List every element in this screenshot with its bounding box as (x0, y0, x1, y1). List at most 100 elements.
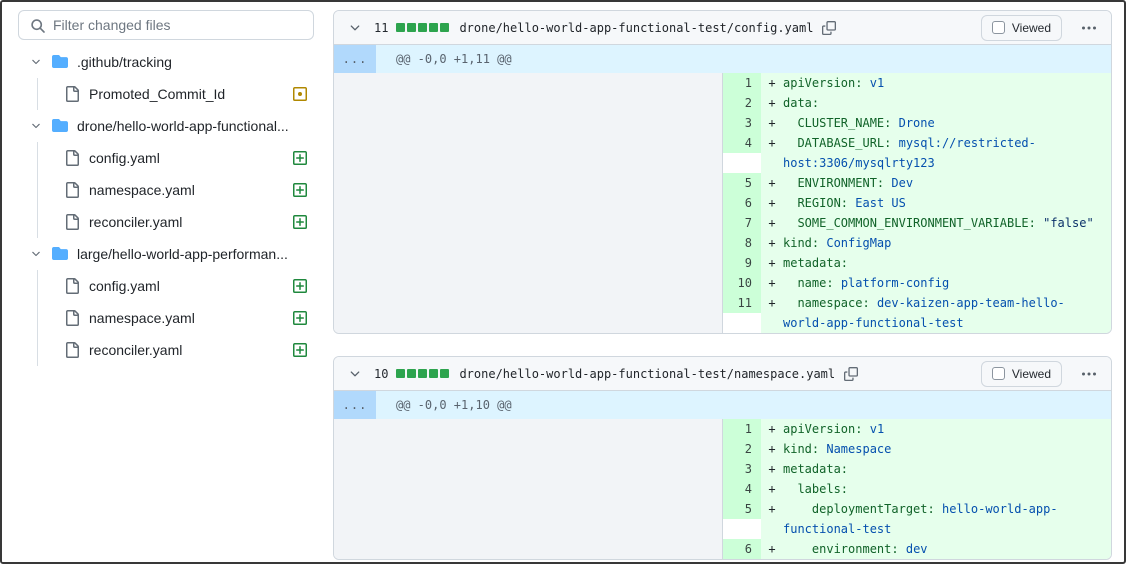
code-text: ENVIRONMENT: Dev (783, 173, 1111, 193)
code-token (891, 136, 898, 150)
expand-hunk-button[interactable]: ... (334, 45, 376, 73)
line-number[interactable]: 4 (723, 479, 761, 499)
diff-added-icon (292, 182, 308, 198)
tree-file-row[interactable]: reconciler.yaml (2, 206, 332, 238)
diffstat-square (396, 23, 406, 32)
tree-folder-row[interactable]: large/hello-world-app-performan... (2, 238, 332, 270)
copy-path-button[interactable] (844, 366, 859, 381)
code-token: kind: (783, 236, 820, 250)
code-token: mysql://restricted-host:3306/mysqlrty123 (783, 136, 1036, 170)
collapse-diff-button[interactable] (346, 365, 364, 383)
code-token: metadata: (783, 462, 849, 476)
file-path[interactable]: drone/hello-world-app-functional-test/na… (459, 366, 836, 381)
line-number[interactable]: 3 (723, 113, 761, 133)
file-label: reconciler.yaml (89, 214, 183, 230)
line-number[interactable]: 8 (723, 233, 761, 253)
line-number[interactable]: 2 (723, 439, 761, 459)
tree-folder-row[interactable]: .github/tracking (2, 46, 332, 78)
code-token: dev (905, 542, 928, 556)
diff-line: 5+ deploymentTarget: hello-world-app-fun… (723, 499, 1111, 539)
code-token (783, 116, 797, 130)
kebab-menu-button[interactable] (1077, 16, 1101, 40)
viewed-checkbox[interactable] (991, 21, 1005, 34)
file-label: namespace.yaml (89, 182, 195, 198)
viewed-toggle-button[interactable]: Viewed (980, 14, 1062, 41)
code-token (783, 276, 797, 290)
file-label: config.yaml (89, 278, 160, 294)
line-number[interactable]: 5 (723, 173, 761, 193)
code-token: metadata: (783, 256, 849, 270)
code-token (862, 76, 869, 90)
indent-guide (37, 334, 38, 366)
diff-line: 2+data: (723, 93, 1111, 113)
code-token: Namespace (826, 442, 892, 456)
code-text: name: platform-config (783, 273, 1111, 293)
viewed-toggle-button[interactable]: Viewed (980, 360, 1062, 387)
addition-sign: + (768, 502, 776, 516)
folder-icon (52, 118, 68, 134)
addition-sign: + (768, 276, 776, 290)
addition-sign: + (768, 216, 776, 230)
collapse-diff-button[interactable] (346, 19, 364, 37)
hunk-header-text: @@ -0,0 +1,11 @@ (376, 45, 1111, 73)
diffstat-squares (396, 23, 451, 32)
line-number[interactable]: 5 (723, 499, 761, 519)
diff-line: 10 + name: platform-config (723, 273, 1111, 293)
line-number[interactable]: 9 (723, 253, 761, 273)
code-token (783, 542, 812, 556)
tree-file-row[interactable]: namespace.yaml (2, 302, 332, 334)
diff-added-icon (292, 214, 308, 230)
expand-hunk-button[interactable]: ... (334, 391, 376, 419)
diffstat-square (429, 369, 439, 378)
line-number[interactable]: 6 (723, 193, 761, 213)
addition-sign: + (768, 422, 776, 436)
copy-path-button[interactable] (822, 20, 837, 35)
line-number[interactable]: 2 (723, 93, 761, 113)
code-token (783, 136, 797, 150)
chevron-down-icon (350, 370, 360, 376)
tree-file-row[interactable]: config.yaml (2, 142, 332, 174)
code-token (870, 296, 877, 310)
tree-file-row[interactable]: reconciler.yaml (2, 334, 332, 366)
code-token: dev-kaizen-app-team-hello-world-app-func… (783, 296, 1065, 330)
file-icon (64, 214, 80, 230)
chevron-down-icon (30, 120, 42, 132)
addition-sign: + (768, 76, 776, 90)
hunk-header-text: @@ -0,0 +1,10 @@ (376, 391, 1111, 419)
diff-line: 4+ DATABASE_URL: mysql://restricted-host… (723, 133, 1111, 173)
line-number[interactable]: 6 (723, 539, 761, 559)
viewed-label: Viewed (1011, 366, 1051, 381)
addition-sign: + (768, 236, 776, 250)
code-token (891, 116, 898, 130)
filter-changed-files-input[interactable] (19, 11, 313, 39)
code-token (783, 502, 812, 516)
line-number[interactable]: 1 (723, 73, 761, 93)
code-token: East US (855, 196, 906, 210)
diff-file-header: 10 drone/hello-world-app-functional-test… (334, 357, 1111, 391)
tree-folder-row[interactable]: drone/hello-world-app-functional... (2, 110, 332, 142)
line-number[interactable]: 1 (723, 419, 761, 439)
diff-line: 7+ SOME_COMMON_ENVIRONMENT_VARIABLE: "fa… (723, 213, 1111, 233)
diff-line: 3 + metadata: (723, 459, 1111, 479)
tree-file-row[interactable]: config.yaml (2, 270, 332, 302)
line-number[interactable]: 3 (723, 459, 761, 479)
line-number[interactable]: 7 (723, 213, 761, 233)
addition-sign: + (768, 542, 776, 556)
addition-sign: + (768, 462, 776, 476)
file-path[interactable]: drone/hello-world-app-functional-test/co… (459, 20, 814, 35)
diff-added-icon (292, 150, 308, 166)
line-number[interactable]: 10 (723, 273, 761, 293)
code-token: apiVersion: (783, 422, 863, 436)
tree-file-row[interactable]: namespace.yaml (2, 174, 332, 206)
line-number[interactable]: 4 (723, 133, 761, 153)
hunk-header-row: ... @@ -0,0 +1,10 @@ (334, 391, 1111, 419)
file-label: namespace.yaml (89, 310, 195, 326)
kebab-menu-button[interactable] (1077, 362, 1101, 386)
file-label: Promoted_Commit_Id (89, 86, 226, 102)
tree-file-row[interactable]: Promoted_Commit_Id (2, 78, 332, 110)
line-number[interactable]: 11 (723, 293, 761, 313)
viewed-label: Viewed (1011, 20, 1051, 35)
viewed-checkbox[interactable] (991, 367, 1005, 380)
